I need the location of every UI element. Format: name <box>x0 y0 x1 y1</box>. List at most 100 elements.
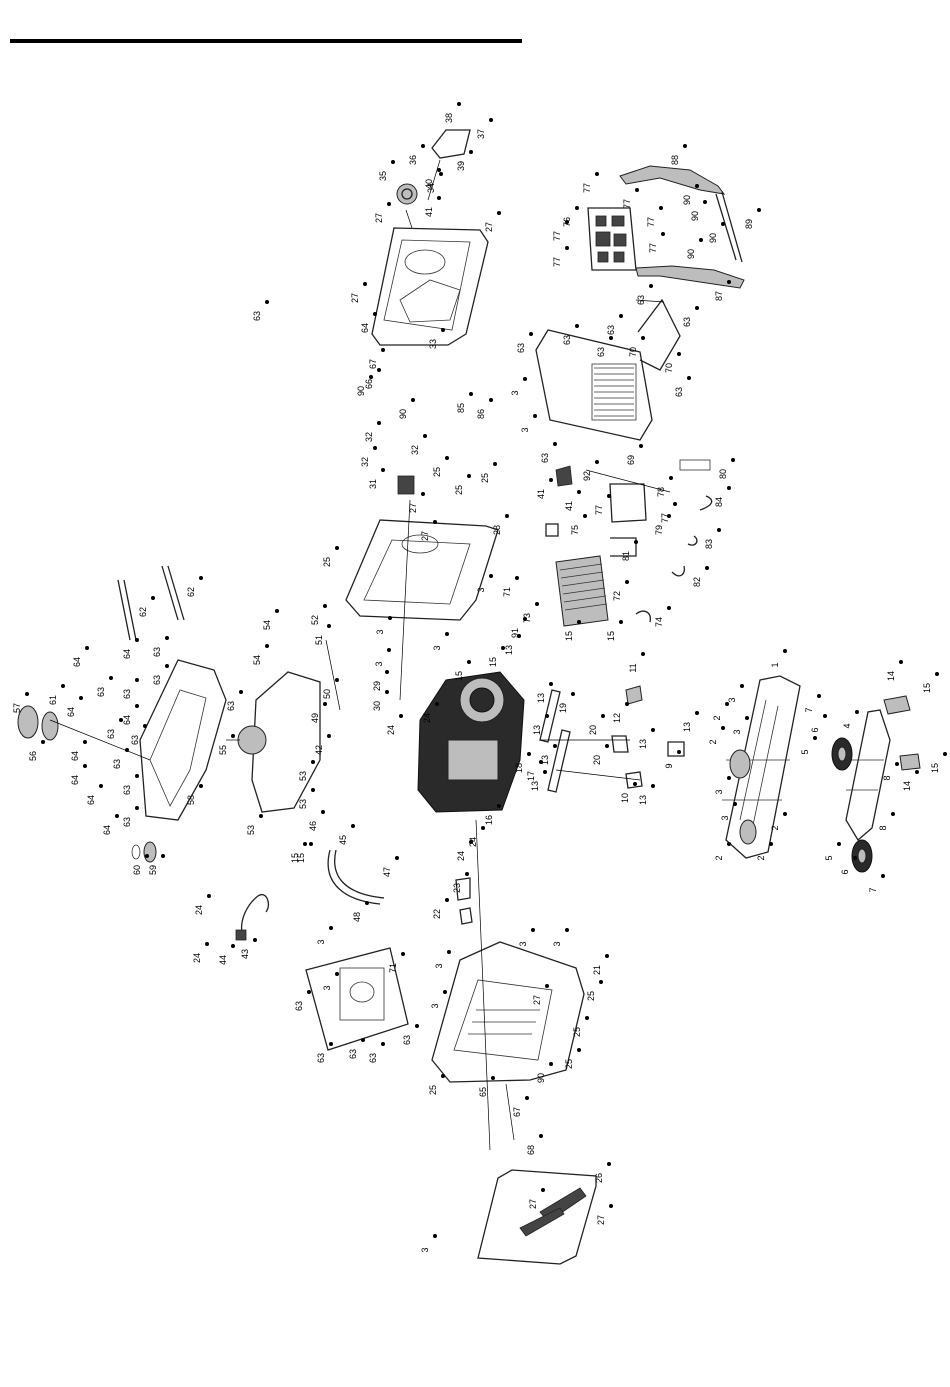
callout-dot <box>265 644 269 648</box>
callout-dot <box>373 446 377 450</box>
callout-label-7: 7 <box>804 707 814 712</box>
callout-label-15: 15 <box>564 631 574 641</box>
callout-dot <box>323 604 327 608</box>
callout-label-15: 15 <box>290 853 300 863</box>
callout-dot <box>943 752 947 756</box>
callout-dot <box>351 824 355 828</box>
callout-label-77: 77 <box>660 513 670 523</box>
callout-dot <box>79 696 83 700</box>
callout-dot <box>135 704 139 708</box>
callout-label-24: 24 <box>192 953 202 963</box>
callout-label-2: 2 <box>714 855 724 860</box>
callout-dot <box>41 740 45 744</box>
callout-label-90: 90 <box>690 211 700 221</box>
callout-label-64: 64 <box>102 825 112 835</box>
exhaust-pipe <box>327 849 385 905</box>
callout-label-31: 31 <box>368 479 378 489</box>
callout-label-71: 71 <box>388 963 398 973</box>
callout-label-11: 11 <box>628 663 638 672</box>
callout-label-75: 75 <box>570 525 580 535</box>
callout-dot <box>335 546 339 550</box>
callout-label-15: 15 <box>922 683 932 693</box>
callout-dot <box>649 284 653 288</box>
callout-dot <box>575 206 579 210</box>
callout-dot <box>745 716 749 720</box>
callout-label-63: 63 <box>516 343 526 353</box>
callout-label-18: 18 <box>514 763 524 773</box>
callout-dot <box>651 784 655 788</box>
callout-dot <box>727 280 731 284</box>
callout-dot <box>497 211 501 215</box>
callout-label-27: 27 <box>350 293 360 303</box>
callout-dot <box>505 514 509 518</box>
callout-label-5: 5 <box>824 855 834 860</box>
callout-label-92: 92 <box>582 471 592 481</box>
callout-dot <box>85 646 89 650</box>
callout-label-6: 6 <box>840 869 850 874</box>
callout-dot <box>135 678 139 682</box>
engine <box>417 671 525 813</box>
callout-dot <box>635 188 639 192</box>
callout-dot <box>365 901 369 905</box>
callout-label-25: 25 <box>322 557 332 567</box>
callout-dot <box>677 352 681 356</box>
callout-label-35: 35 <box>378 171 388 181</box>
callout-label-53: 53 <box>298 799 308 809</box>
callout-label-12: 12 <box>612 713 622 723</box>
callout-dot <box>265 300 269 304</box>
callout-label-9: 9 <box>664 763 674 768</box>
header-rule <box>10 39 522 43</box>
callout-label-41: 41 <box>564 501 574 511</box>
callout-label-63: 63 <box>674 387 684 397</box>
callout-label-3: 3 <box>322 985 332 990</box>
air-filter <box>609 459 711 523</box>
callout-dot <box>231 734 235 738</box>
callout-label-64: 64 <box>86 795 96 805</box>
callout-dot <box>517 634 521 638</box>
callout-dot <box>577 1048 581 1052</box>
callout-dot <box>423 434 427 438</box>
callout-label-63: 63 <box>130 735 140 745</box>
callout-label-47: 47 <box>382 867 392 877</box>
callout-dot <box>109 676 113 680</box>
callout-label-63: 63 <box>106 729 116 739</box>
callout-dot <box>757 208 761 212</box>
muffler-rods <box>117 565 185 641</box>
callout-label-55: 55 <box>218 745 228 755</box>
callout-dot <box>634 540 638 544</box>
callout-dot <box>899 660 903 664</box>
callout-label-41: 41 <box>536 489 546 499</box>
wheel-59 <box>131 841 157 863</box>
callout-dot <box>619 620 623 624</box>
callout-label-90: 90 <box>398 409 408 419</box>
callout-label-62: 62 <box>138 607 148 617</box>
callout-label-27: 27 <box>528 1199 538 1209</box>
callout-dot <box>239 690 243 694</box>
callout-dot <box>329 1042 333 1046</box>
callout-label-13: 13 <box>638 739 648 749</box>
callout-label-49: 49 <box>310 713 320 723</box>
callout-dot <box>543 770 547 774</box>
callout-dot <box>605 954 609 958</box>
callout-dot <box>481 826 485 830</box>
callout-label-27: 27 <box>532 995 542 1005</box>
callout-label-63: 63 <box>152 647 162 657</box>
callout-dot <box>639 444 643 448</box>
callout-dot <box>583 514 587 518</box>
callout-dot <box>125 748 129 752</box>
front-cover <box>431 941 585 1083</box>
callout-dot <box>607 1162 611 1166</box>
callout-dot <box>695 184 699 188</box>
bracket-23 <box>455 877 471 901</box>
callout-label-57: 57 <box>12 703 22 713</box>
wheel-5-lower <box>851 839 873 873</box>
callout-dot <box>275 609 279 613</box>
callout-dot <box>61 684 65 688</box>
callout-label-20: 20 <box>592 755 602 765</box>
callout-label-25: 25 <box>564 1059 574 1069</box>
callout-label-52: 52 <box>310 615 320 625</box>
callout-dot <box>439 172 443 176</box>
callout-label-63: 63 <box>562 335 572 345</box>
callout-label-56: 56 <box>28 751 38 761</box>
callout-dot <box>769 842 773 846</box>
